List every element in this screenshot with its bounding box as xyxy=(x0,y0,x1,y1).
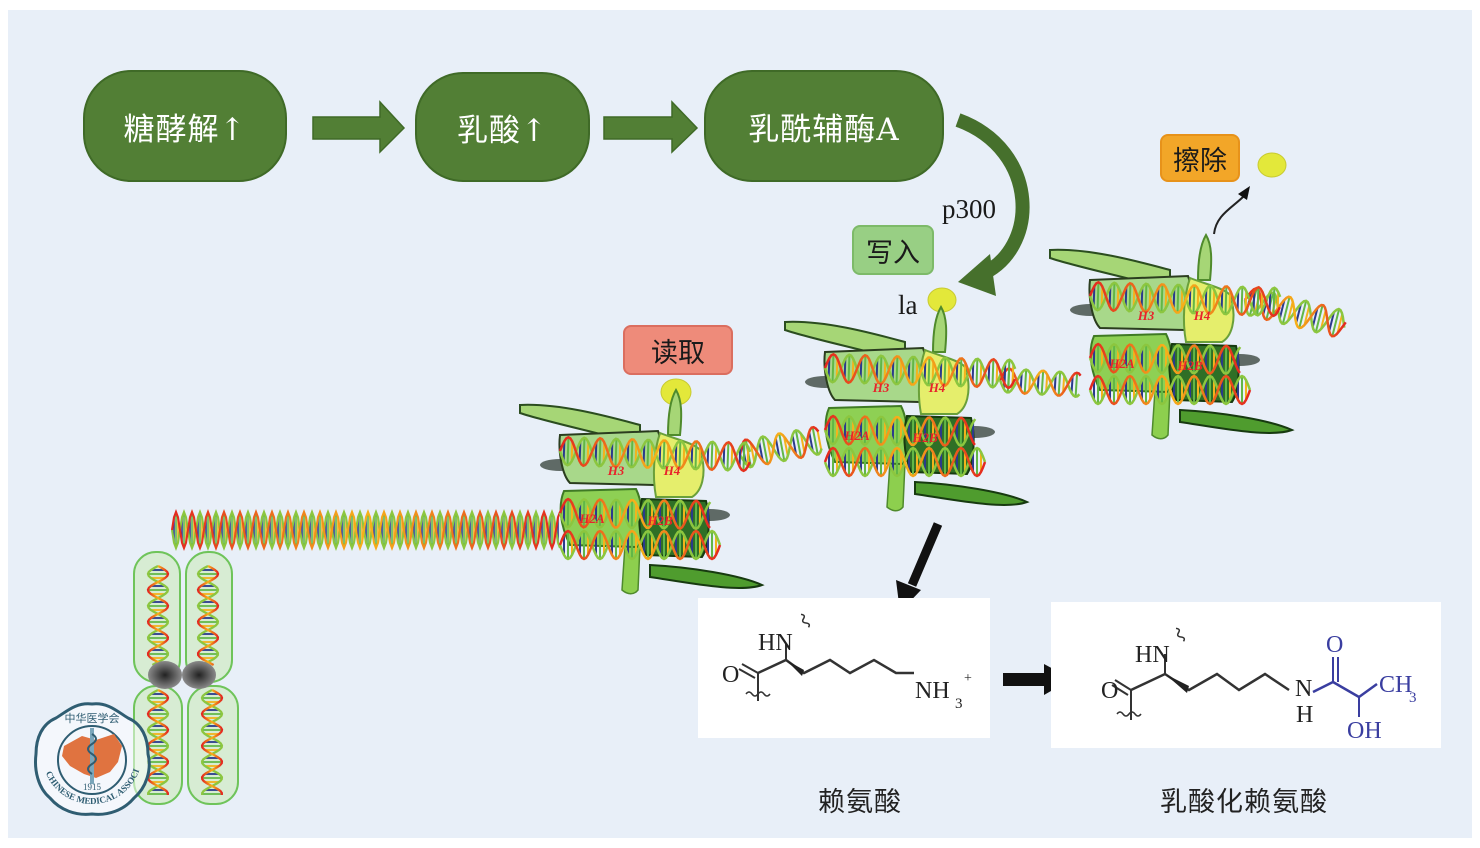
atom-carbonyl-o: O xyxy=(1326,632,1343,658)
lactyl-lysine-caption: 乳酸化赖氨酸 xyxy=(1160,787,1328,818)
histone-label-h3: H3 xyxy=(1137,308,1155,323)
histone-label-h2b: H2B xyxy=(911,430,938,445)
histone-label-h2a: H2A xyxy=(1108,356,1135,371)
block-arrow-2 xyxy=(603,100,699,154)
logo-top-text: 中华医学会 xyxy=(65,711,120,725)
pathway-step-lactate: 乳酸↑ xyxy=(415,72,590,182)
atom-hn: HN xyxy=(758,630,793,656)
lysine-caption: 赖氨酸 xyxy=(818,787,902,818)
atom-o: O xyxy=(1101,678,1118,704)
centromere-right xyxy=(182,661,216,689)
histone-label-h2b: H2B xyxy=(646,513,673,528)
staff-icon xyxy=(90,728,94,784)
p300-curved-arrow xyxy=(955,113,1030,296)
lysine-structure: HN O NH 3 + xyxy=(722,613,972,712)
tag-erase-label: 擦除 xyxy=(1173,145,1227,177)
block-arrow-1 xyxy=(312,100,406,154)
atom-subscript: 3 xyxy=(955,696,963,712)
pathway-step-label: 乳酰辅酶A xyxy=(748,111,900,148)
atom-n: N xyxy=(1295,676,1312,702)
histone-label-h2a: H2A xyxy=(843,428,870,443)
atom-hn: HN xyxy=(1135,642,1170,668)
atom-ch3: CH xyxy=(1379,672,1412,698)
histone-label-h3: H3 xyxy=(872,380,890,395)
lactyl-dot-erased xyxy=(1257,152,1287,178)
tag-erase: 擦除 xyxy=(1160,134,1240,182)
pathway-step-label: 糖酵解↑ xyxy=(123,111,247,148)
atom-h: H xyxy=(1296,702,1313,728)
histone-label-h4: H4 xyxy=(928,380,946,395)
lactyl-label: la xyxy=(898,290,918,320)
atom-nh3: NH xyxy=(915,678,950,704)
linker-dna-helix xyxy=(170,509,561,551)
linker-dna-helix-2 xyxy=(738,425,823,469)
chinese-medical-association-logo: 1915 中华医学会 CHINESE MEDICAL ASSOCIATION xyxy=(30,698,151,816)
pathway-step-lactyl-coa: 乳酰辅酶A xyxy=(704,70,944,182)
tag-read: 读取 xyxy=(623,325,733,375)
histone-label-h4: H4 xyxy=(1193,308,1211,323)
erase-arrow xyxy=(1213,186,1250,235)
atom-oh: OH xyxy=(1347,718,1382,744)
pathway-step-label: 乳酸↑ xyxy=(457,112,548,149)
tag-write: 写入 xyxy=(852,225,934,275)
atom-charge: + xyxy=(964,671,972,686)
atom-subscript: 3 xyxy=(1409,690,1417,706)
atom-o: O xyxy=(722,662,739,688)
histone-label-h2a: H2A xyxy=(578,511,605,526)
histone-label-h3: H3 xyxy=(607,463,625,478)
centromere-left xyxy=(148,661,182,689)
tag-read-label: 读取 xyxy=(651,337,705,369)
histone-label-h2b: H2B xyxy=(1176,358,1203,373)
tag-write-label: 写入 xyxy=(866,237,920,269)
linker-dna-helix-3 xyxy=(998,287,1347,399)
enzyme-label-p300: p300 xyxy=(942,194,996,224)
lysine-structure-box: HN O NH 3 + xyxy=(698,598,990,738)
logo-year: 1915 xyxy=(83,782,102,792)
lactyl-lysine-structure-box: HN O N H O CH 3 OH xyxy=(1051,602,1441,748)
pathway-step-glycolysis: 糖酵解↑ xyxy=(83,70,287,182)
histone-label-h4: H4 xyxy=(663,463,681,478)
lactyl-lysine-structure: HN O N H O CH 3 OH xyxy=(1101,627,1417,744)
